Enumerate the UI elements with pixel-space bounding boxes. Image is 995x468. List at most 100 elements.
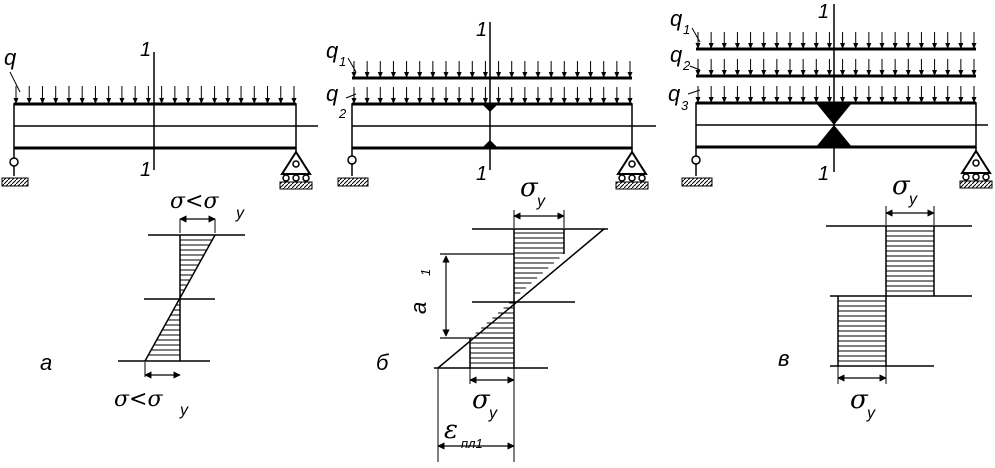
load-arrowhead — [748, 43, 754, 49]
load-arrowhead — [840, 43, 846, 49]
load-arrowhead — [145, 98, 151, 104]
load-arrowhead — [614, 72, 620, 78]
beam-3-section-label-bottom: 1 — [818, 163, 829, 185]
beam-2-plastic-zone-bottom — [482, 140, 498, 148]
beam-1-section-label-top: 1 — [140, 39, 151, 61]
diagram-c-top-label: σ — [892, 171, 911, 201]
svg-text:q: q — [326, 38, 339, 63]
beam-3-section-label-top: 1 — [818, 1, 829, 23]
diagram-c-top-label-sub: y — [908, 191, 918, 208]
load-arrowhead — [53, 98, 59, 104]
load-arrowhead — [509, 98, 515, 104]
load-arrowhead — [734, 43, 740, 49]
load-arrowhead — [826, 43, 832, 49]
load-arrowhead — [601, 98, 607, 104]
load-arrowhead — [588, 72, 594, 78]
beam-2-roller-support — [615, 148, 649, 190]
load-arrowhead — [971, 70, 977, 76]
load-arrowhead — [971, 43, 977, 49]
load-arrowhead — [627, 98, 633, 104]
load-arrowhead — [377, 98, 383, 104]
svg-text:1: 1 — [339, 54, 346, 69]
load-arrowhead — [496, 98, 502, 104]
load-arrowhead — [79, 98, 85, 104]
load-arrowhead — [945, 70, 951, 76]
load-arrowhead — [443, 72, 449, 78]
beam-1-section-label-bottom: 1 — [140, 159, 151, 181]
load-arrowhead — [853, 43, 859, 49]
load-arrowhead — [561, 72, 567, 78]
svg-text:3: 3 — [681, 98, 689, 113]
load-arrowhead — [588, 98, 594, 104]
load-arrowhead — [377, 72, 383, 78]
load-arrowhead — [708, 43, 714, 49]
load-arrowhead — [66, 98, 72, 104]
stress-diagram-c: σ y σ y в — [778, 171, 972, 422]
load-arrowhead — [879, 70, 885, 76]
svg-text:q: q — [4, 45, 17, 70]
load-arrowhead — [601, 72, 607, 78]
load-arrowhead — [866, 43, 872, 49]
svg-text:2: 2 — [338, 106, 347, 121]
beam-1-load-arrows — [13, 86, 297, 104]
load-arrowhead — [905, 97, 911, 103]
beam-3-plastic-hinge-top — [816, 103, 852, 125]
beam-2-load-label-q2: q 2 — [326, 81, 357, 121]
load-arrowhead — [879, 97, 885, 103]
diagram-a-bottom-label-sub: y — [179, 402, 189, 419]
load-arrowhead — [548, 98, 554, 104]
load-arrowhead — [535, 98, 541, 104]
beam-2-pin-support — [337, 148, 369, 187]
load-arrowhead — [853, 97, 859, 103]
diagram-b-depth-label: a — [406, 302, 431, 314]
load-arrowhead — [918, 43, 924, 49]
load-arrowhead — [430, 72, 436, 78]
beam-3-load-label-q3: q 3 — [668, 81, 701, 113]
load-arrowhead — [761, 43, 767, 49]
beam-2-section-label-top: 1 — [476, 19, 487, 41]
load-arrowhead — [945, 43, 951, 49]
load-arrowhead — [13, 98, 19, 104]
load-arrowhead — [456, 98, 462, 104]
load-arrowhead — [172, 98, 178, 104]
load-arrowhead — [761, 70, 767, 76]
svg-text:q: q — [326, 81, 339, 106]
beam-3-load-arrows-q2 — [695, 59, 977, 76]
load-arrowhead — [627, 72, 633, 78]
diagram-c-bottom-label-sub: y — [866, 405, 876, 422]
load-arrowhead — [238, 98, 244, 104]
load-arrowhead — [905, 43, 911, 49]
load-arrowhead — [734, 97, 740, 103]
load-arrowhead — [853, 70, 859, 76]
beam-2-load-arrows-q2 — [351, 87, 633, 104]
load-arrowhead — [734, 70, 740, 76]
beam-2-section-label-bottom: 1 — [476, 163, 487, 185]
load-arrowhead — [417, 72, 423, 78]
load-arrowhead — [417, 98, 423, 104]
beam-2-plastic-zone-top — [482, 104, 498, 112]
load-arrowhead — [958, 97, 964, 103]
load-arrowhead — [159, 98, 165, 104]
load-arrowhead — [840, 70, 846, 76]
stress-diagram-a: σ<σ y σ<σ y а — [40, 189, 245, 419]
beam-1-load-label: q — [4, 45, 21, 93]
load-arrowhead — [522, 98, 528, 104]
beam-2-load-label-q1: q 1 — [326, 38, 357, 73]
load-arrowhead — [695, 97, 701, 103]
load-arrowhead — [251, 98, 257, 104]
svg-text:q: q — [668, 81, 681, 106]
load-arrowhead — [787, 97, 793, 103]
load-arrowhead — [721, 43, 727, 49]
diagram-b-letter: б — [376, 350, 390, 375]
load-arrowhead — [800, 43, 806, 49]
load-arrowhead — [482, 72, 488, 78]
beam-3: 1 1 q 1 q 2 q 3 — [668, 1, 993, 189]
load-arrowhead — [748, 70, 754, 76]
load-arrowhead — [774, 43, 780, 49]
diagram-b-top-label-sub: y — [536, 193, 546, 210]
load-arrowhead — [106, 98, 112, 104]
svg-text:1: 1 — [683, 22, 690, 37]
beam-2-load-arrows-q1 — [351, 61, 633, 78]
diagram-a-hatching — [148, 239, 213, 356]
